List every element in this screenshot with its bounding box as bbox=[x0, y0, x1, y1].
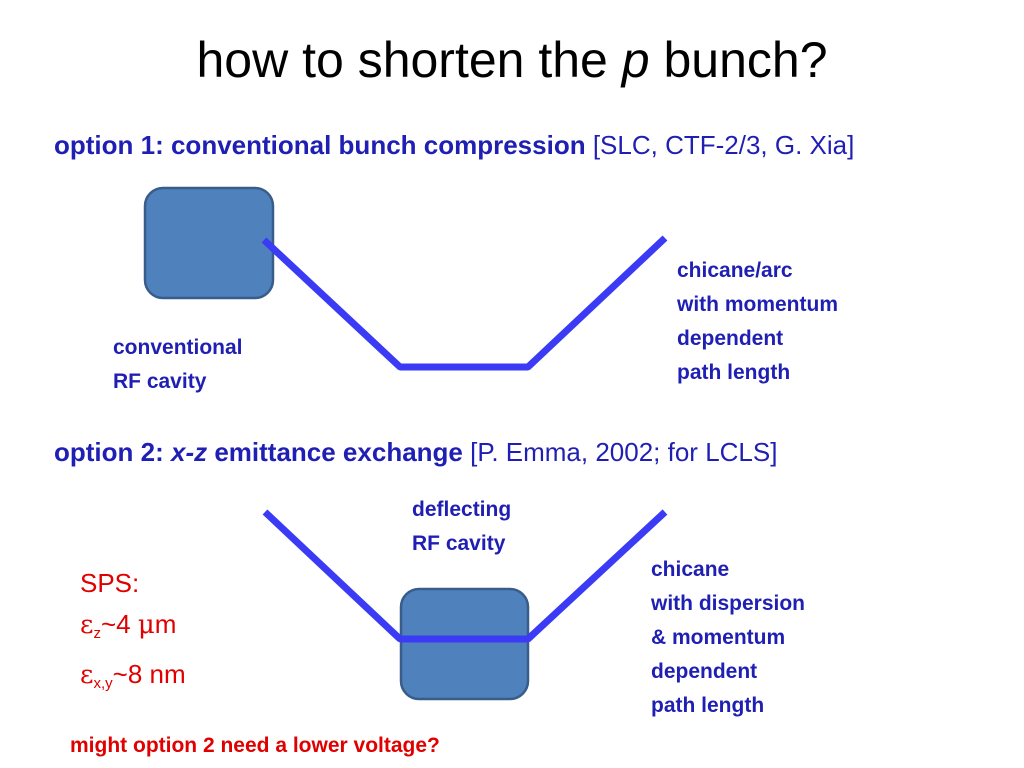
closing-question: might option 2 need a lower voltage? bbox=[70, 734, 440, 757]
option2-chicane-label-line: with dispersion bbox=[651, 592, 806, 615]
option1-chicane-path bbox=[261, 235, 668, 371]
option1-chicane-label-line: path length bbox=[677, 361, 791, 384]
micro-symbol: μ bbox=[137, 610, 155, 640]
sps-emittance-xy: εx,y~8 nm bbox=[80, 654, 186, 704]
option2-heading-bold: emittance exchange bbox=[207, 437, 463, 467]
option1-chicane-label-line: with momentum bbox=[677, 293, 838, 316]
slide-title: how to shorten the p bunch? bbox=[0, 30, 1024, 90]
sps-emittance-z: εz~4 μm bbox=[80, 604, 186, 654]
option2-chicane-label-line: & momentum bbox=[651, 626, 786, 649]
title-text-italic: p bbox=[621, 32, 650, 88]
title-text-before: how to shorten the bbox=[196, 32, 622, 88]
option2-cavity-label-line: RF cavity bbox=[412, 532, 506, 555]
emittance-xy-value: ~8 nm bbox=[112, 659, 186, 689]
option2-cavity-label: deflecting RF cavity bbox=[412, 493, 511, 561]
option2-chicane-label-line: path length bbox=[651, 694, 765, 717]
sps-parameters: SPS: εz~4 μm εx,y~8 nm bbox=[80, 563, 186, 704]
option1-heading: option 1: conventional bunch compression… bbox=[54, 130, 854, 161]
option1-heading-ref: [SLC, CTF-2/3, G. Xia] bbox=[585, 130, 855, 160]
option2-heading: option 2: x-z emittance exchange [P. Emm… bbox=[54, 437, 777, 468]
sps-title: SPS: bbox=[80, 568, 140, 598]
option2-chicane-label-line: chicane bbox=[651, 558, 730, 581]
emittance-z-unit: m bbox=[154, 609, 177, 639]
title-text-after: bunch? bbox=[649, 32, 828, 88]
option2-chicane-label-line: dependent bbox=[651, 660, 758, 683]
emittance-z-value: ~4 bbox=[100, 609, 138, 639]
option1-chicane-label: chicane/arc with momentum dependent path… bbox=[677, 254, 838, 390]
emittance-xy-subscript: x,y bbox=[93, 675, 113, 692]
option2-chicane-path bbox=[262, 509, 668, 643]
option1-cavity-label-line: conventional bbox=[113, 336, 243, 359]
option1-cavity-label-line: RF cavity bbox=[113, 370, 207, 393]
option2-chicane-label: chicane with dispersion & momentum depen… bbox=[651, 553, 805, 723]
option2-heading-prefix: option 2: bbox=[54, 437, 171, 467]
option1-heading-bold: option 1: conventional bunch compression bbox=[54, 130, 586, 160]
option1-chicane-label-line: chicane/arc bbox=[677, 259, 793, 282]
option2-heading-italic: x-z bbox=[170, 437, 208, 467]
option2-cavity-label-line: deflecting bbox=[412, 498, 512, 521]
option2-deflecting-cavity-box bbox=[399, 587, 530, 701]
emittance-z-subscript: z bbox=[93, 625, 101, 642]
epsilon-symbol: ε bbox=[80, 660, 94, 690]
option2-heading-ref: [P. Emma, 2002; for LCLS] bbox=[462, 437, 778, 467]
option1-cavity-label: conventional RF cavity bbox=[113, 331, 243, 399]
epsilon-symbol: ε bbox=[80, 610, 94, 640]
option1-chicane-label-line: dependent bbox=[677, 327, 784, 350]
option1-rf-cavity-box bbox=[143, 186, 275, 300]
